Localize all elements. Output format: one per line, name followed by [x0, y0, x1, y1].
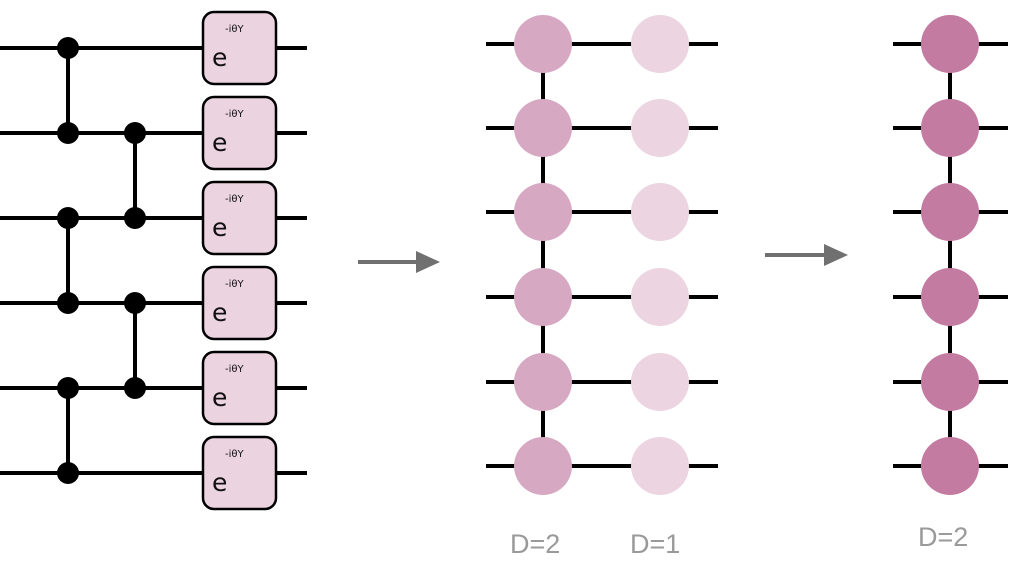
mps-node: [921, 353, 979, 411]
control-dot: [57, 37, 79, 59]
rotation-gate: e -iθY: [201, 435, 278, 511]
arrow-head: [416, 251, 440, 273]
control-dot: [124, 122, 146, 144]
mps-node: [631, 183, 689, 241]
quantum-circuit: e -iθY e -iθY e -iθY e -iθY e -iθY: [0, 10, 307, 511]
control-dots: [57, 37, 146, 484]
gate-box: [201, 10, 278, 86]
mps-node: [921, 99, 979, 157]
control-dot: [57, 462, 79, 484]
mps-node: [514, 268, 572, 326]
control-dot: [57, 122, 79, 144]
gate-box: [201, 95, 278, 171]
mps-node: [921, 15, 979, 73]
gate-box: [201, 350, 278, 426]
control-dot: [124, 292, 146, 314]
control-dot: [57, 377, 79, 399]
gate-exponent-label: -iθY: [225, 449, 245, 460]
gate-base-label: e: [212, 468, 227, 497]
mps-node: [631, 353, 689, 411]
rotation-gate: e -iθY: [201, 350, 278, 426]
gate-base-label: e: [212, 383, 227, 412]
control-dot: [124, 377, 146, 399]
gate-exponent-label: -iθY: [225, 279, 245, 290]
control-dot: [57, 207, 79, 229]
rotation-gate: e -iθY: [201, 265, 278, 341]
rotation-gate: e -iθY: [201, 180, 278, 256]
gate-base-label: e: [212, 43, 227, 72]
gate-box: [201, 180, 278, 256]
rotation-gate: e -iθY: [201, 10, 278, 86]
control-dot: [124, 207, 146, 229]
mps-physical-legs: [486, 42, 718, 468]
mps-node: [921, 268, 979, 326]
rotation-gates: e -iθY e -iθY e -iθY e -iθY e -iθY: [201, 10, 278, 511]
bond-dimension-label: D=1: [630, 529, 680, 559]
gate-exponent-label: -iθY: [225, 24, 245, 35]
mps-nodes-d1: [631, 15, 689, 495]
transform-arrow-1: [358, 251, 440, 273]
transform-arrow-2: [765, 244, 848, 266]
bond-dimension-label: D=2: [918, 522, 968, 552]
mps-node: [514, 15, 572, 73]
gate-exponent-label: -iθY: [225, 109, 245, 120]
control-dot: [57, 292, 79, 314]
gate-base-label: e: [212, 128, 227, 157]
mps-node: [921, 183, 979, 241]
mps-one-column: D=2: [893, 15, 1008, 552]
mps-node: [631, 437, 689, 495]
mps-node: [631, 15, 689, 73]
mps-node: [921, 437, 979, 495]
mps-node: [631, 268, 689, 326]
mps-node: [514, 437, 572, 495]
gate-base-label: e: [212, 298, 227, 327]
mps-two-column: D=2 D=1: [486, 15, 718, 559]
gate-exponent-label: -iθY: [225, 194, 245, 205]
mps-node: [631, 99, 689, 157]
arrow-head: [824, 244, 848, 266]
mps-node: [514, 99, 572, 157]
gate-box: [201, 265, 278, 341]
mps-nodes: [921, 15, 979, 495]
rotation-gate: e -iθY: [201, 95, 278, 171]
gate-exponent-label: -iθY: [225, 364, 245, 375]
bond-dimension-label: D=2: [510, 529, 560, 559]
gate-box: [201, 435, 278, 511]
mps-node: [514, 183, 572, 241]
mps-node: [514, 353, 572, 411]
mps-nodes-d2: [514, 15, 572, 495]
gate-base-label: e: [212, 213, 227, 242]
cz-connections: [66, 48, 137, 473]
